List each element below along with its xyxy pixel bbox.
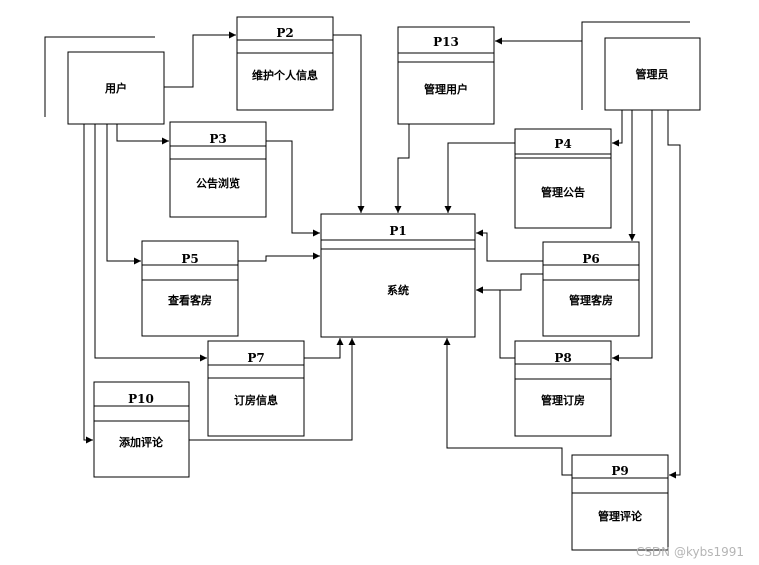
process-p6: P6 管理客房 [542,241,640,337]
process-p7-id: P7 [247,351,264,365]
process-p4-name: 管理公告 [541,185,585,199]
flow-p6-to-p1-b [476,273,543,294]
entity-user: 用户 [44,36,165,125]
flow-admin-to-p9 [667,110,681,479]
process-p7: P7 订房信息 [207,340,305,437]
flow-user-to-p7 [94,124,207,362]
process-p9-id: P9 [611,464,628,478]
entity-admin: 管理员 [581,21,701,111]
flow-p3-to-p1 [266,140,320,237]
process-p5-name: 查看客房 [168,293,212,307]
process-p4: P4 管理公告 [514,128,612,229]
process-p1: P1 系统 [320,213,476,338]
flow-p8-to-p1 [476,286,515,359]
flow-p9-to-p1 [443,338,572,476]
entity-user-label: 用户 [105,81,127,95]
process-p2-id: P2 [276,26,293,40]
flow-user-to-p3 [116,124,169,145]
flow-p10-to-p1 [189,338,356,441]
flow-admin-to-p4 [612,110,623,147]
process-p8-id: P8 [554,351,571,365]
process-p2-name: 维护个人信息 [252,68,318,82]
process-p1-id: P1 [389,224,406,238]
flow-p4-to-p1 [444,142,515,213]
flow-p5-to-p1 [238,252,320,262]
process-p6-name: 管理客房 [569,293,613,307]
entity-admin-label: 管理员 [636,67,669,81]
process-p10-id: P10 [128,392,154,406]
process-p10-name: 添加评论 [119,435,164,449]
flow-p2-to-p1 [333,34,365,213]
process-p3: P3 公告浏览 [169,121,267,218]
process-p1-name: 系统 [387,283,409,297]
process-p5-id: P5 [181,252,198,266]
flow-user-to-p2 [164,31,236,88]
process-p9-name: 管理评论 [598,509,643,523]
process-p6-id: P6 [582,252,599,266]
process-p5: P5 查看客房 [141,240,239,337]
process-p13-id: P13 [433,35,459,49]
process-p3-id: P3 [209,132,226,146]
process-p2: P2 维护个人信息 [236,16,334,111]
process-p13: P13 管理用户 [397,26,495,125]
process-p8-name: 管理订房 [541,393,585,407]
flow-user-to-p10 [83,124,93,444]
process-p8: P8 管理订房 [514,340,612,437]
flow-p6-to-p1-a [476,229,543,262]
process-p9: P9 管理评论 [571,454,669,551]
process-p13-name: 管理用户 [424,82,468,96]
process-p7-name: 订房信息 [234,393,278,407]
process-p4-id: P4 [554,137,571,151]
flow-user-to-p5 [106,124,141,265]
flow-p13-to-p1 [394,124,410,213]
process-p3-name: 公告浏览 [196,176,240,190]
flow-admin-to-p8 [612,110,653,362]
process-p10: P10 添加评论 [93,381,190,478]
watermark-text: CSDN @kybs1991 [636,545,744,559]
flow-p7-to-p1 [304,338,344,359]
